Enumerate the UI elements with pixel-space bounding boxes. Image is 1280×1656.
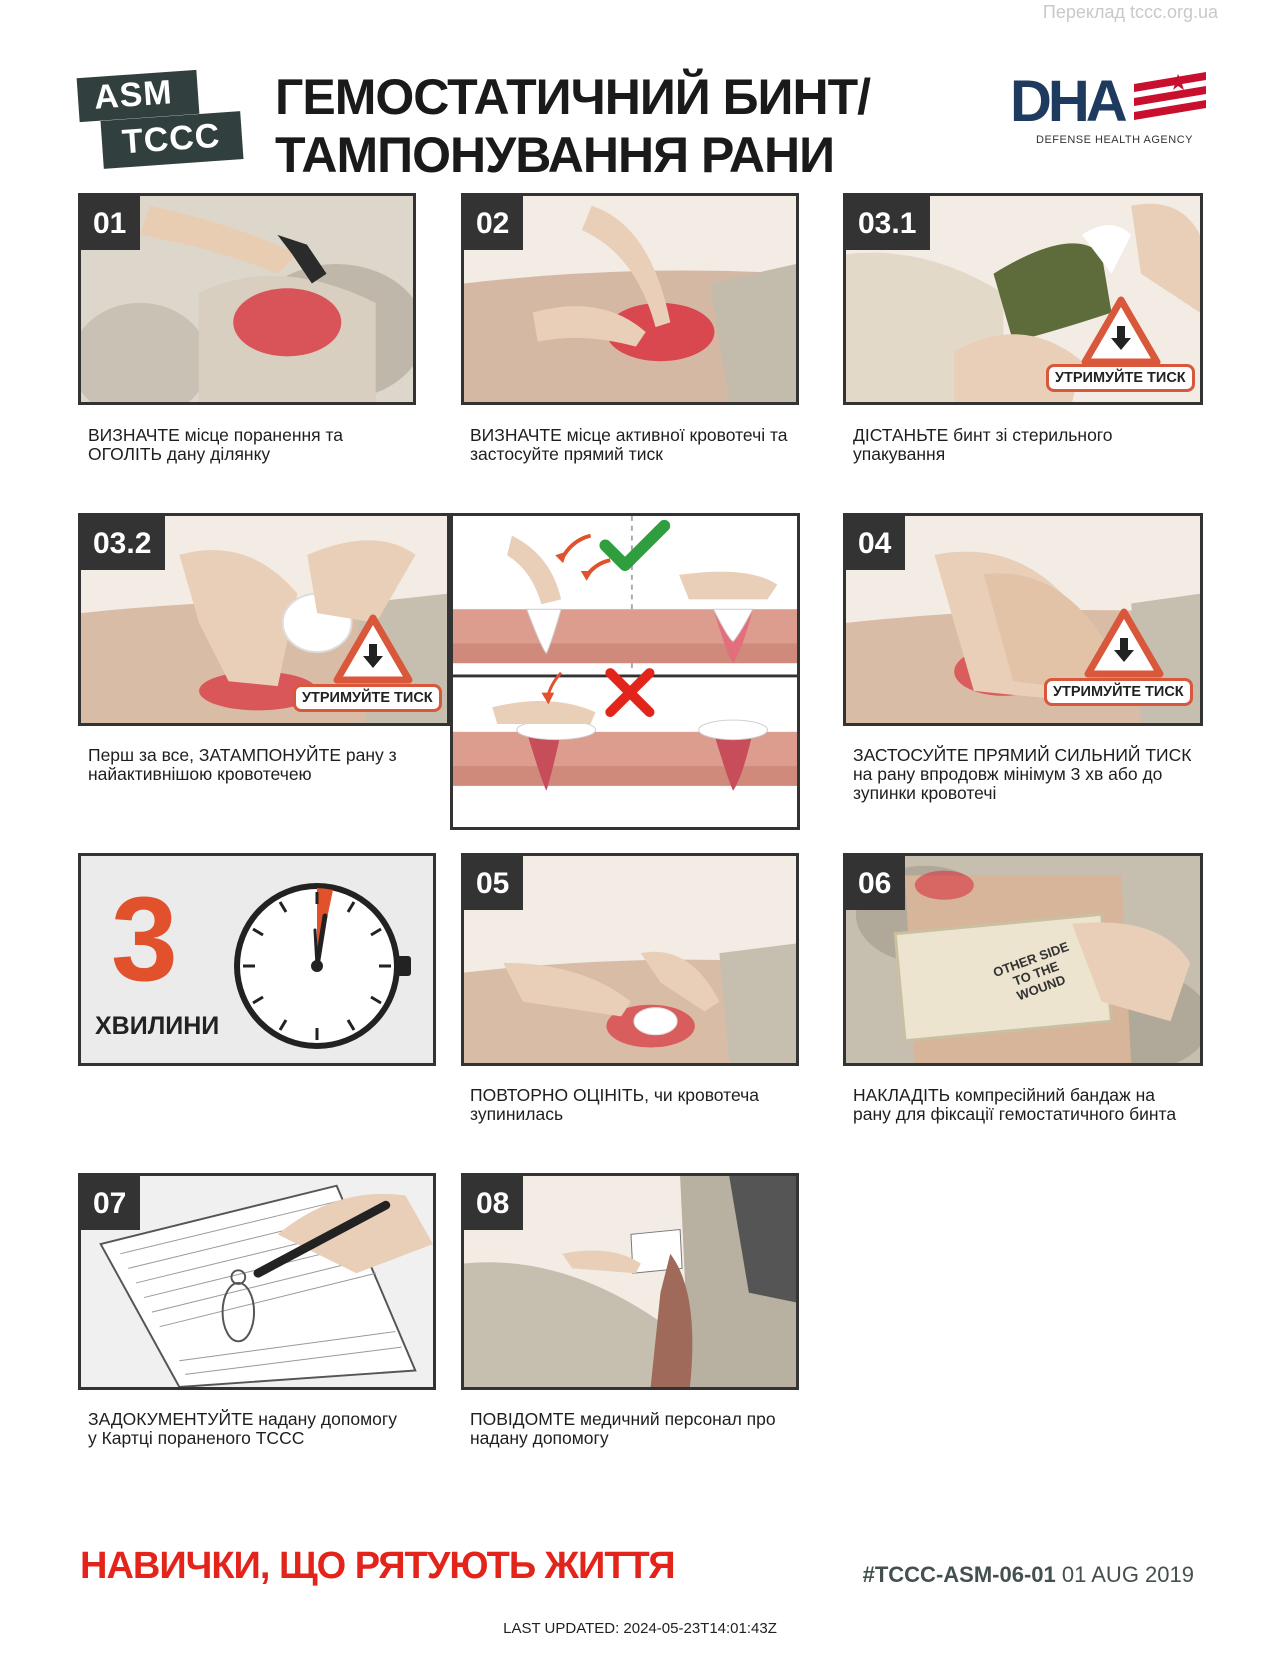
page-title: ГЕМОСТАТИЧНИЙ БИНТ/ ТАМПОНУВАННЯ РАНИ	[275, 68, 871, 184]
packing-technique-panel	[450, 513, 800, 830]
last-updated: LAST UPDATED: 2024-05-23T14:01:43Z	[503, 1620, 777, 1637]
logo-tccc-text: TCCC	[120, 116, 222, 162]
warning-triangle-icon	[1084, 608, 1164, 678]
pack-wound-illustration	[81, 516, 447, 723]
stopwatch-icon	[234, 883, 411, 1049]
hold-pressure-label: УТРИМУЙТЕ ТИСК	[293, 684, 442, 712]
step-02-panel: 02	[461, 193, 799, 405]
warning-triangle-icon	[1081, 296, 1161, 366]
title-line-1: ГЕМОСТАТИЧНИЙ БИНТ/	[275, 69, 871, 125]
hold-pressure-warning: УТРИМУЙТЕ ТИСК	[293, 614, 447, 723]
flag-stripes-icon	[1134, 72, 1206, 120]
dha-logo: DHA DEFENSE HEALTH AGENCY	[1010, 68, 1210, 148]
step-03-1-panel: 03.1 УТРИМУЙТЕ ТИСК	[843, 193, 1203, 405]
document-reference: #TCCC-ASM-06-01 01 AUG 2019	[863, 1562, 1194, 1588]
hold-pressure-label: УТРИМУЙТЕ ТИСК	[1046, 364, 1195, 392]
step-02-caption: ВИЗНАЧТЕ місце активної кровотечі та зас…	[470, 425, 788, 464]
hold-pressure-warning: УТРИМУЙТЕ ТИСК	[1044, 608, 1200, 718]
step-number-03-1: 03.1	[846, 196, 931, 250]
step-number-07: 07	[81, 1176, 141, 1230]
step-08-panel: 08	[461, 1173, 799, 1390]
timer-unit: ХВИЛИНИ	[95, 1012, 220, 1040]
apply-pressure-illustration	[464, 196, 796, 402]
step-07-caption: ЗАДОКУМЕНТУЙТЕ надану допомогу у Картці …	[88, 1409, 397, 1448]
hold-pressure-label: УТРИМУЙТЕ ТИСК	[1044, 678, 1193, 706]
step-01-caption: ВИЗНАЧТЕ місце поранення та ОГОЛІТЬ дану…	[88, 425, 344, 464]
step-03-2-panel: 03.2 УТРИМУЙТЕ ТИСК	[78, 513, 450, 726]
dha-letters: DHA	[1010, 69, 1128, 134]
footer-slogan: НАВИЧКИ, ЩО РЯТУЮТЬ ЖИТТЯ	[80, 1545, 676, 1587]
document-date: 01 AUG 2019	[1061, 1562, 1194, 1587]
step-04-panel: 04 УТРИМУЙТЕ ТИСК	[843, 513, 1203, 726]
dha-agency-name: DEFENSE HEALTH AGENCY	[1036, 134, 1193, 146]
step-06-panel: 06 OTHER SIDE TO THE WOUND	[843, 853, 1203, 1066]
document-code: #TCCC-ASM-06-01	[862, 1562, 1056, 1587]
step-number-05: 05	[464, 856, 524, 910]
step-number-02: 02	[464, 196, 524, 250]
casualty-card-illustration	[81, 1176, 433, 1387]
logo-asm-text: ASM	[92, 73, 174, 117]
step-06-caption: НАКЛАДІТЬ компресійний бандаж на рану дл…	[853, 1085, 1177, 1124]
packing-comparison-illustration	[453, 516, 797, 827]
title-line-2: ТАМПОНУВАННЯ РАНИ	[275, 127, 835, 183]
pressure-bandage-illustration	[846, 856, 1200, 1063]
step-number-08: 08	[464, 1176, 524, 1230]
timer-value: 3	[111, 872, 178, 1006]
step-number-03-2: 03.2	[81, 516, 166, 570]
step-number-06: 06	[846, 856, 906, 910]
step-07-panel: 07	[78, 1173, 436, 1390]
step-05-panel: 05	[461, 853, 799, 1066]
asm-tccc-logo: ASM TCCC	[76, 69, 248, 169]
step-03-2-caption: Перш за все, ЗАТАМПОНУЙТЕ рану з найакти…	[88, 745, 397, 784]
step-04-caption: ЗАСТОСУЙТЕ ПРЯМИЙ СИЛЬНИЙ ТИСК на рану в…	[853, 745, 1192, 803]
warning-triangle-icon	[333, 614, 413, 684]
step-number-01: 01	[81, 196, 141, 250]
translation-watermark: Переклад tccc.org.ua	[1042, 2, 1218, 22]
three-minute-timer-panel: 3 ХВИЛИНИ	[78, 853, 436, 1066]
hold-pressure-warning: УТРИМУЙТЕ ТИСК	[1046, 296, 1200, 401]
step-number-04: 04	[846, 516, 906, 570]
expose-wound-illustration	[81, 196, 413, 402]
step-05-caption: ПОВТОРНО ОЦІНІТЬ, чи кровотеча зупинилас…	[470, 1085, 759, 1124]
step-08-caption: ПОВІДОМТЕ медичний персонал про надану д…	[470, 1409, 776, 1448]
step-03-1-caption: ДІСТАНЬТЕ бинт зі стерильного упакування	[853, 425, 1113, 464]
step-01-panel: 01	[78, 193, 416, 405]
